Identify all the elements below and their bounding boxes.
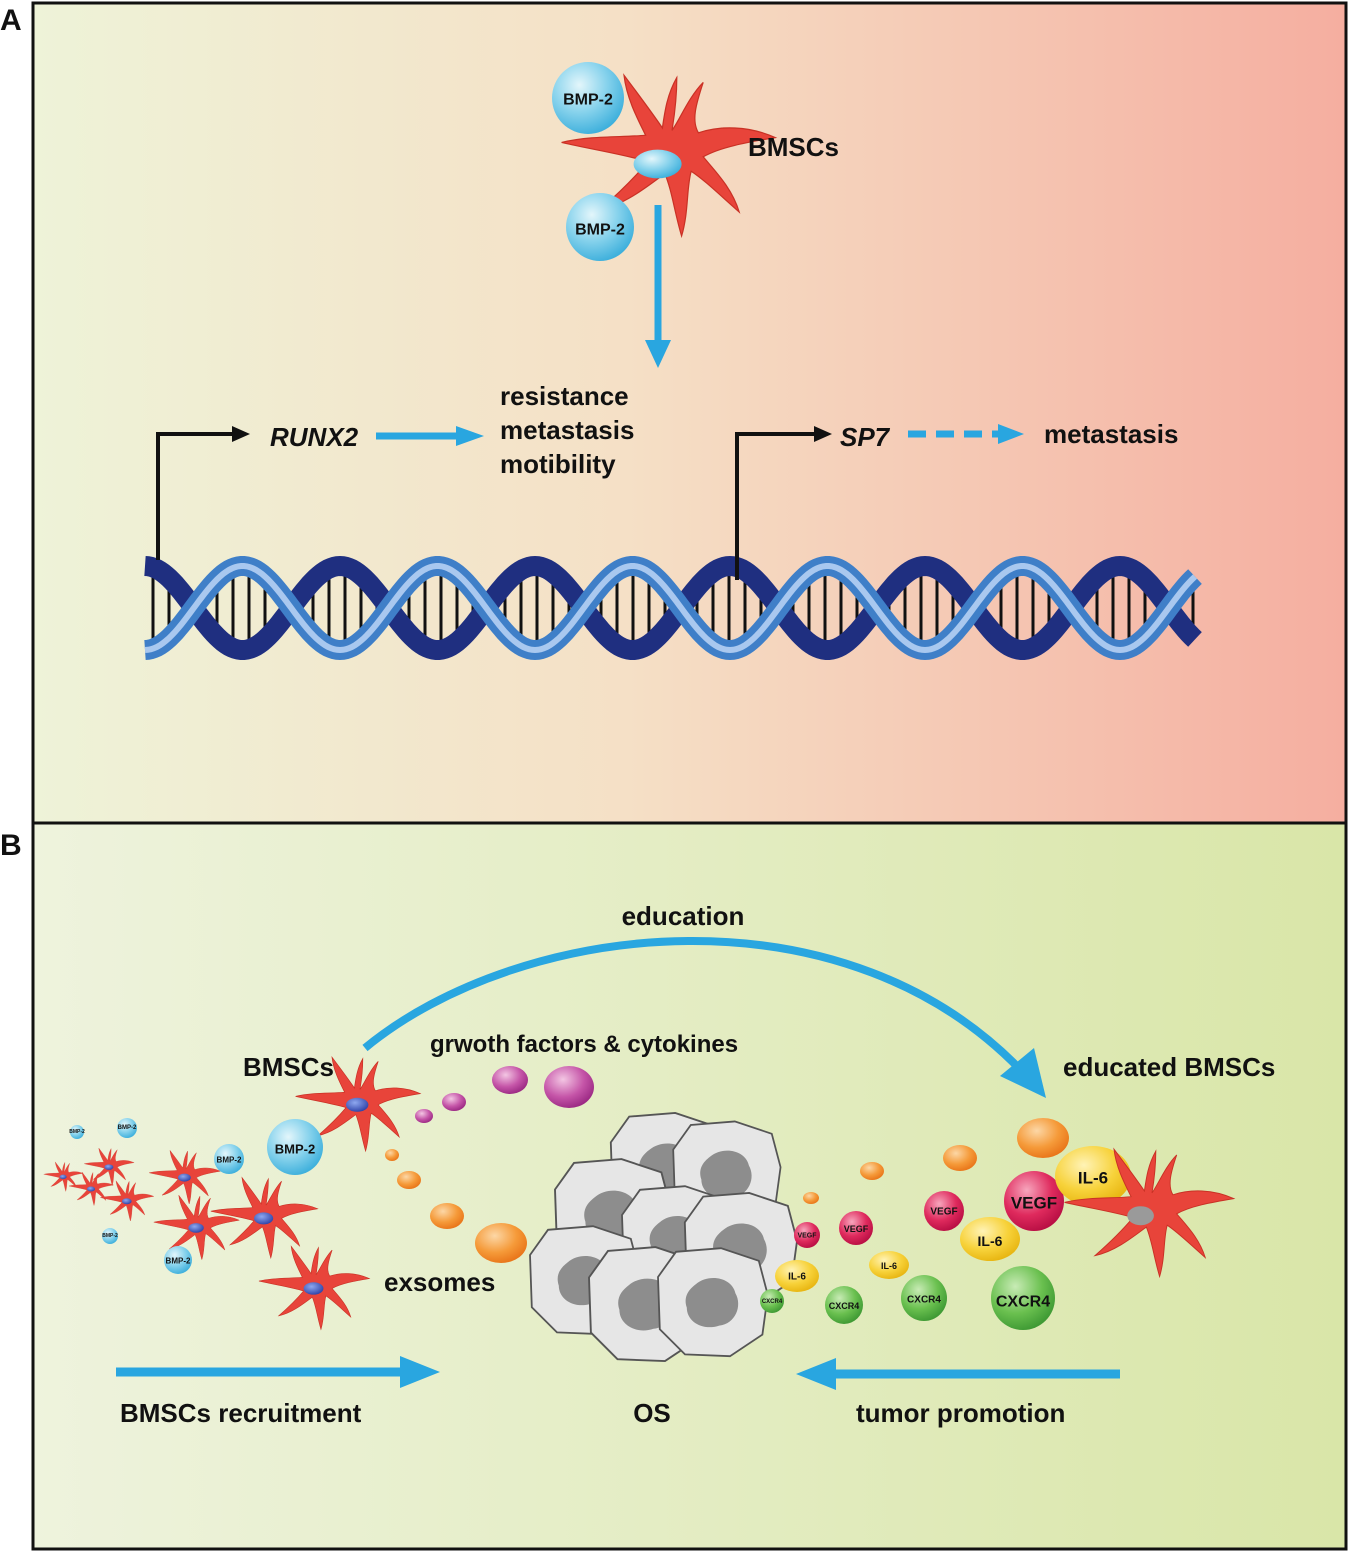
recruitment-label: BMSCs recruitment: [120, 1398, 362, 1428]
svg-text:BMP-2: BMP-2: [102, 1233, 118, 1239]
panel-b-letter: B: [0, 829, 22, 862]
svg-text:BMP-2: BMP-2: [217, 1156, 242, 1165]
bmscs-label-a: BMSCs: [748, 132, 839, 162]
education-arrow-head: [1000, 1048, 1046, 1098]
svg-text:IL-6: IL-6: [978, 1233, 1003, 1249]
sp7-dashed-head: [998, 424, 1024, 444]
svg-text:BMP-2: BMP-2: [275, 1142, 315, 1157]
bmp2-sphere-b: BMP-2: [267, 1119, 323, 1175]
bmp2-sphere-top: BMP-2: [552, 62, 624, 134]
small-bmp2-spheres: BMP-2 BMP-2 BMP-2 BMP-2 BMP-2: [69, 1118, 244, 1274]
exosome-spheres: [385, 1149, 527, 1263]
svg-text:VEGF: VEGF: [844, 1224, 869, 1234]
bmscs-label-b: BMSCs: [243, 1052, 334, 1082]
educated-bmscs-label: educated BMSCs: [1063, 1052, 1275, 1082]
outcome-resistance: resistance: [500, 381, 629, 411]
svg-text:CXCR4: CXCR4: [996, 1294, 1050, 1311]
tumor-promotion-label: tumor promotion: [856, 1398, 1065, 1428]
sp7-label: SP7: [840, 422, 891, 452]
tumor-promotion-arrow-head: [796, 1358, 836, 1390]
svg-text:IL-6: IL-6: [788, 1272, 806, 1283]
svg-text:BMP-2: BMP-2: [575, 222, 625, 239]
growth-factors-label: grwoth factors & cytokines: [430, 1031, 738, 1058]
recruitment-arrow-head: [400, 1356, 440, 1388]
svg-text:VEGF: VEGF: [1011, 1194, 1057, 1213]
bmsc-cell-top: [560, 74, 776, 237]
bmp2-sphere-bottom: BMP-2: [566, 193, 634, 261]
runx2-promoter-arrow: [156, 432, 236, 560]
runx2-label: RUNX2: [270, 422, 359, 452]
sp7-promoter-arrow: [735, 432, 818, 580]
dna-strand-highlight: [144, 563, 1198, 654]
svg-text:IL-6: IL-6: [881, 1261, 897, 1271]
educated-bmsc-cell: [1064, 1148, 1235, 1277]
svg-text:CXCR4: CXCR4: [907, 1295, 941, 1306]
bmsc-cell-b: [295, 1056, 421, 1152]
growth-factor-spheres: [415, 1066, 594, 1123]
dna-helix: [144, 555, 1202, 661]
svg-text:CXCR4: CXCR4: [762, 1299, 783, 1305]
dna-strand-dark: [144, 555, 1202, 660]
bmsc-arrow-head: [645, 340, 671, 368]
svg-text:CXCR4: CXCR4: [829, 1301, 860, 1311]
exosomes-label: exsomes: [384, 1267, 495, 1297]
runx2-arrow-head: [232, 426, 250, 442]
educated-factor-spheres: VEGF VEGF VEGF VEGF IL-6 IL-6 IL-6 IL-6 …: [760, 1118, 1131, 1330]
svg-text:VEGF: VEGF: [930, 1207, 957, 1218]
os-label: OS: [633, 1398, 671, 1428]
education-label: education: [622, 901, 745, 931]
svg-text:VEGF: VEGF: [797, 1233, 817, 1240]
svg-text:BMP-2: BMP-2: [166, 1257, 191, 1266]
outcome-metastasis: metastasis: [500, 415, 634, 445]
svg-text:BMP-2: BMP-2: [563, 92, 613, 109]
runx2-effect-head: [456, 426, 484, 446]
panel-a-letter: A: [0, 4, 22, 37]
svg-text:BMP-2: BMP-2: [118, 1125, 137, 1131]
education-arc-arrow: [362, 937, 1033, 1083]
small-bmsc-cells: [43, 1147, 370, 1330]
svg-text:BMP-2: BMP-2: [69, 1129, 85, 1135]
sp7-outcome-metastasis: metastasis: [1044, 419, 1178, 449]
svg-text:IL-6: IL-6: [1078, 1169, 1108, 1188]
outcome-motibility: motibility: [500, 449, 616, 479]
sp7-arrow-head: [814, 426, 832, 442]
